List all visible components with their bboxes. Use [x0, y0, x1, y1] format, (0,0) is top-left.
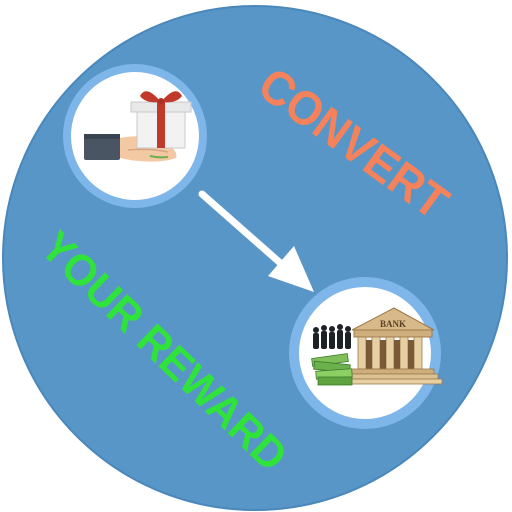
bank-sign-text: BANK	[380, 319, 406, 329]
bank-money-icon: BANK	[311, 307, 443, 386]
background-disc-edge	[2, 5, 508, 511]
arrow-down-right-icon	[198, 190, 314, 292]
gift-hand-icon	[84, 91, 192, 162]
gift-badge	[63, 64, 207, 208]
bank-badge: BANK	[289, 277, 443, 429]
